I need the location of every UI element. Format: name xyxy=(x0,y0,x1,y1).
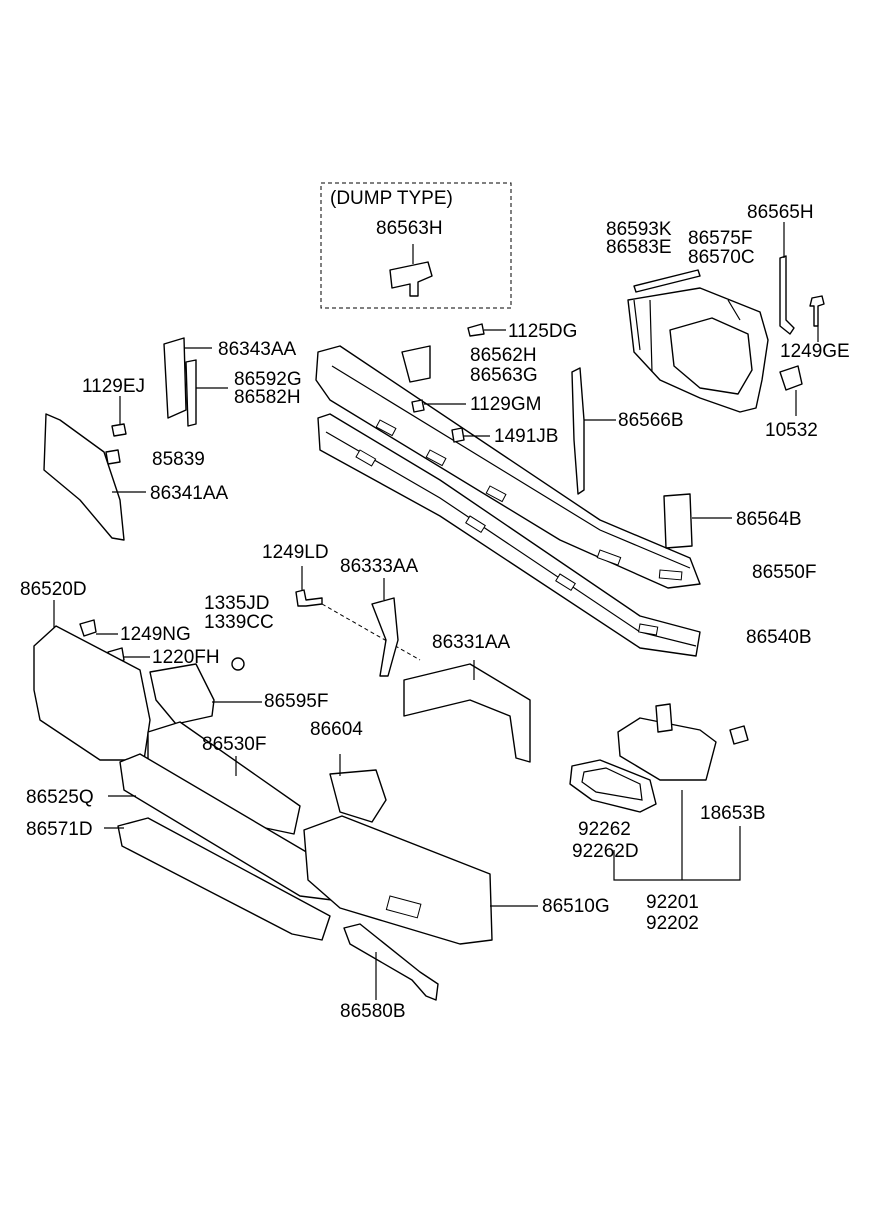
label-86331AA: 86331AA xyxy=(432,632,511,653)
part-1249LD-bolt xyxy=(295,589,323,607)
part-18653B-bulb xyxy=(729,725,749,745)
label-86593K: 86593K xyxy=(606,219,672,240)
label-1491JB: 1491JB xyxy=(494,426,559,447)
label-86604: 86604 xyxy=(310,719,363,740)
part-92201-foglamp xyxy=(617,717,717,781)
part-86331AA-extension xyxy=(403,663,531,763)
part-86343AA-bracket xyxy=(163,337,187,419)
label-18653B: 18653B xyxy=(700,803,766,824)
part-86575F-frame xyxy=(627,287,769,413)
part-86520D-bumper xyxy=(33,625,151,761)
label-86595F: 86595F xyxy=(264,691,329,712)
label-86563G: 86563G xyxy=(470,365,538,386)
label-86592G: 86592G xyxy=(234,369,302,390)
part-86564B-plate xyxy=(663,493,693,549)
part-86540B-beam xyxy=(317,413,701,657)
label-86550F: 86550F xyxy=(752,562,817,583)
part-86562H-bracket xyxy=(401,345,431,383)
label-86540B: 86540B xyxy=(746,627,812,648)
label-86525Q: 86525Q xyxy=(26,787,94,808)
label-86510G: 86510G xyxy=(542,896,610,917)
label-1339CC: 1339CC xyxy=(204,612,274,633)
label-86341AA: 86341AA xyxy=(150,483,229,504)
dump-type-box xyxy=(320,182,512,309)
label-1129EJ: 1129EJ xyxy=(82,376,146,397)
label-86333AA: 86333AA xyxy=(340,556,419,577)
part-1129EJ-screw xyxy=(111,423,127,437)
part-86341AA-side xyxy=(43,413,125,541)
part-10532-clip xyxy=(779,365,803,391)
label-92262: 92262 xyxy=(578,819,631,840)
label-86565H: 86565H xyxy=(747,202,814,223)
label-92202: 92202 xyxy=(646,913,699,934)
part-86580B-bracket xyxy=(343,923,439,1001)
label-1249GE: 1249GE xyxy=(780,341,850,362)
part-86565H-bracket xyxy=(779,255,795,335)
label-1220FH: 1220FH xyxy=(152,647,220,668)
part-86550F-beam xyxy=(315,345,701,589)
part-86333AA-bracket xyxy=(371,597,399,677)
label-86562H: 86562H xyxy=(470,345,537,366)
part-86593K-rod xyxy=(633,269,701,293)
label-1249NG: 1249NG xyxy=(120,624,191,645)
part-85839-clip xyxy=(105,449,121,465)
dump-type-title: (DUMP TYPE) xyxy=(330,188,453,209)
label-92201: 92201 xyxy=(646,892,699,913)
part-1125DG-bolt xyxy=(467,323,485,337)
part-86571D-mesh xyxy=(117,817,331,941)
part-86604-bracket xyxy=(329,769,387,823)
label-86530F: 86530F xyxy=(202,734,267,755)
part-1491JB-clip xyxy=(451,427,465,443)
label-86563H: 86563H xyxy=(376,218,443,239)
part-86510G-bumper xyxy=(303,815,493,945)
part-86592G-bracket xyxy=(185,359,197,427)
label-86520D: 86520D xyxy=(20,579,87,600)
label-10532: 10532 xyxy=(765,420,818,441)
label-86566B: 86566B xyxy=(618,410,684,431)
part-1249GE-bolt xyxy=(809,295,825,327)
part-86563H-bracket xyxy=(389,261,433,297)
label-86571D: 86571D xyxy=(26,819,93,840)
part-86566B-strap xyxy=(571,367,585,495)
label-1249LD: 1249LD xyxy=(262,542,329,563)
part-86595F-bracket xyxy=(149,663,215,725)
label-1335JD: 1335JD xyxy=(204,593,270,614)
label-92262D: 92262D xyxy=(572,841,639,862)
label-85839: 85839 xyxy=(152,449,205,470)
label-86564B: 86564B xyxy=(736,509,802,530)
label-86580B: 86580B xyxy=(340,1001,406,1022)
part-1129GM-screw xyxy=(411,399,425,413)
label-86575F: 86575F xyxy=(688,228,753,249)
label-1125DG: 1125DG xyxy=(508,321,578,342)
label-86583E: 86583E xyxy=(606,237,672,258)
part-1249NG-screw xyxy=(79,619,97,637)
label-86343AA: 86343AA xyxy=(218,339,297,360)
label-1129GM: 1129GM xyxy=(470,394,542,415)
label-86582H: 86582H xyxy=(234,387,301,408)
part-1335JD-nut xyxy=(231,657,245,671)
label-86570C: 86570C xyxy=(688,247,755,268)
